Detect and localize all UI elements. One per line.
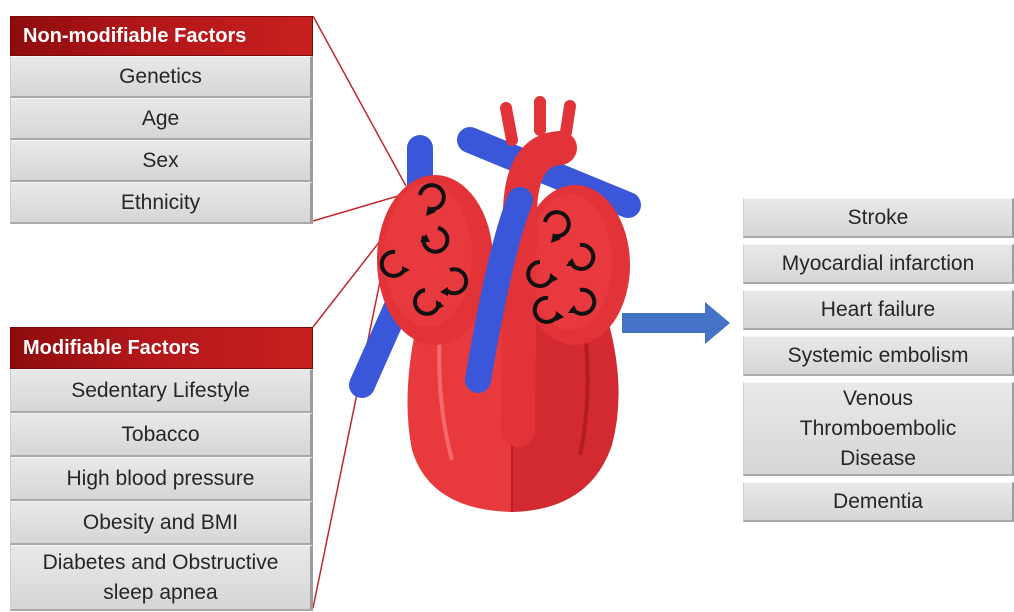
factor-age: Age (10, 98, 313, 140)
factor-ethnicity: Ethnicity (10, 182, 313, 224)
outcome-systemic-embolism: Systemic embolism (743, 336, 1014, 376)
factor-tobacco: Tobacco (10, 413, 313, 457)
outcome-dementia: Dementia (743, 482, 1014, 522)
factor-sedentary-lifestyle: Sedentary Lifestyle (10, 369, 313, 413)
outcomes-panel: Stroke Myocardial infarction Heart failu… (743, 198, 1014, 528)
factor-sex: Sex (10, 140, 313, 182)
non-modifiable-factors-panel: Non-modifiable Factors Genetics Age Sex … (10, 16, 313, 224)
outcome-stroke: Stroke (743, 198, 1014, 238)
outcome-myocardial-infarction: Myocardial infarction (743, 244, 1014, 284)
outcome-heart-failure: Heart failure (743, 290, 1014, 330)
factor-diabetes-sleep-apnea: Diabetes and Obstructive sleep apnea (10, 545, 313, 611)
non-modifiable-header: Non-modifiable Factors (10, 16, 313, 56)
modifiable-factors-panel: Modifiable Factors Sedentary Lifestyle T… (10, 327, 313, 611)
factor-obesity-bmi: Obesity and BMI (10, 501, 313, 545)
modifiable-header: Modifiable Factors (10, 327, 313, 369)
factor-genetics: Genetics (10, 56, 313, 98)
outcome-venous-thromboembolic-disease: Venous Thromboembolic Disease (743, 382, 1014, 476)
right-arrow-icon (622, 302, 730, 344)
factor-high-blood-pressure: High blood pressure (10, 457, 313, 501)
